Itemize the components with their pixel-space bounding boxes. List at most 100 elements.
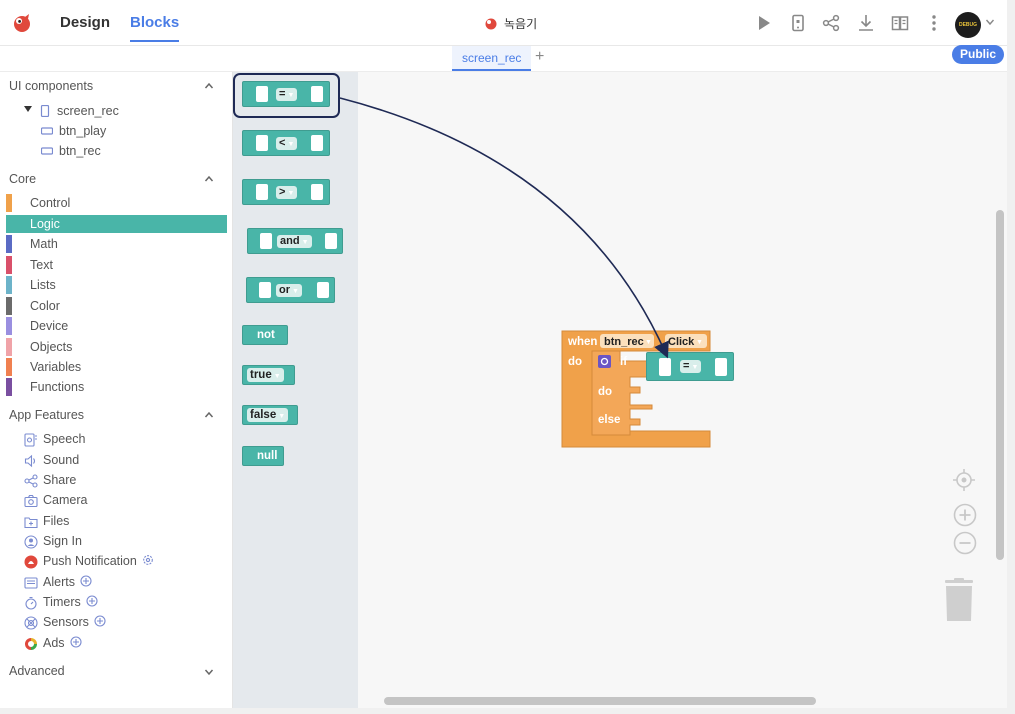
category-color-bar — [6, 276, 12, 294]
phone-icon — [40, 105, 50, 117]
logic-operator-dropdown[interactable]: or▼ — [276, 284, 302, 297]
attached-compare-block[interactable]: =▼ — [646, 352, 734, 381]
core-item-color[interactable]: Color — [6, 297, 227, 315]
section-advanced[interactable]: Advanced — [9, 664, 65, 678]
public-button[interactable]: Public — [952, 45, 1005, 64]
add-circle-icon[interactable] — [94, 615, 106, 627]
input-slot — [256, 184, 268, 200]
block-false[interactable]: false▼ — [242, 405, 298, 425]
sidebar: UI components screen_rec btn_play btn_re… — [0, 72, 233, 714]
feature-label-text: Alerts — [43, 575, 75, 589]
input-slot — [659, 358, 671, 376]
gear-icon[interactable] — [142, 554, 154, 566]
compare-operator-dropdown[interactable]: >▼ — [276, 186, 298, 199]
block-compare-equal[interactable]: =▼ — [242, 81, 330, 107]
compare-operator-dropdown[interactable]: =▼ — [276, 88, 298, 101]
tab-blocks[interactable]: Blocks — [130, 14, 180, 42]
feature-label: Speech — [43, 432, 86, 446]
docs-book-icon[interactable] — [891, 14, 909, 32]
app-logo-icon[interactable] — [12, 13, 32, 33]
block-logic-or[interactable]: or▼ — [246, 277, 335, 303]
category-color-bar — [6, 338, 12, 356]
button-icon — [41, 147, 53, 155]
section-ui-components[interactable]: UI components — [9, 79, 94, 93]
logic-operator-dropdown[interactable]: and▼ — [277, 235, 312, 248]
chevron-down-icon[interactable] — [985, 17, 995, 27]
core-item-lists[interactable]: Lists — [6, 276, 227, 294]
if-label: if — [620, 356, 627, 368]
zoom-out-icon[interactable] — [953, 531, 977, 555]
zoom-in-icon[interactable] — [953, 503, 977, 527]
core-item-device[interactable]: Device — [6, 317, 227, 335]
tab-design[interactable]: Design — [60, 14, 111, 31]
alert-icon — [24, 577, 38, 589]
project-name: 녹음기 — [504, 17, 538, 31]
vertical-scrollbar[interactable] — [996, 210, 1004, 560]
event-dropdown[interactable] — [665, 334, 707, 348]
core-item-label: Variables — [30, 360, 82, 374]
category-color-bar — [6, 235, 12, 253]
compare-operator-dropdown[interactable]: <▼ — [276, 137, 298, 150]
feature-label-text: Sensors — [43, 615, 89, 629]
add-circle-icon[interactable] — [86, 595, 98, 607]
block-label: true — [250, 369, 272, 381]
trash-icon[interactable] — [943, 578, 975, 622]
if-else-label: else — [598, 414, 620, 426]
device-preview-icon[interactable] — [789, 14, 807, 32]
core-item-functions[interactable]: Functions — [6, 378, 227, 396]
category-color-bar — [6, 194, 12, 212]
recenter-icon[interactable] — [952, 468, 976, 492]
share-icon[interactable] — [822, 14, 840, 32]
block-null[interactable]: null — [242, 446, 284, 466]
add-screen-button[interactable]: + — [535, 48, 545, 65]
input-slot — [259, 282, 271, 298]
if-do-label: do — [598, 386, 612, 398]
dropdown-arrow-icon: ▼ — [287, 190, 295, 197]
button-icon — [41, 127, 53, 135]
tree-item-screen-rec[interactable]: screen_rec — [40, 104, 119, 118]
horizontal-scrollbar[interactable] — [384, 697, 816, 705]
download-icon[interactable] — [857, 14, 875, 32]
add-circle-icon[interactable] — [80, 575, 92, 587]
user-avatar[interactable]: DEBUG — [955, 12, 981, 38]
operator-label: < — [279, 137, 286, 149]
chevron-up-icon[interactable] — [204, 81, 214, 91]
mutator-gear-icon[interactable] — [598, 355, 611, 368]
compare-operator-dropdown[interactable]: =▼ — [680, 360, 702, 373]
boolean-dropdown[interactable]: false▼ — [247, 408, 289, 422]
screen-tab-screen-rec[interactable]: screen_rec — [452, 46, 532, 71]
block-compare-less[interactable]: <▼ — [242, 130, 330, 156]
event-block-when-click[interactable]: when btn_rec ▼ Click ▼ do if do else — [560, 330, 740, 451]
tree-item-btn-play[interactable]: btn_play — [41, 124, 106, 138]
input-slot — [311, 184, 323, 200]
core-item-logic[interactable]: Logic — [6, 215, 227, 233]
core-item-variables[interactable]: Variables — [6, 358, 227, 376]
tree-item-btn-rec[interactable]: btn_rec — [41, 144, 101, 158]
avatar-text: DEBUG — [958, 22, 978, 28]
input-slot — [256, 86, 268, 102]
core-item-label: Logic — [30, 217, 60, 231]
chevron-up-icon[interactable] — [204, 174, 214, 184]
chevron-down-icon[interactable] — [204, 667, 214, 677]
core-item-math[interactable]: Math — [6, 235, 227, 253]
caret-down-icon[interactable] — [24, 105, 32, 113]
core-item-text[interactable]: Text — [6, 256, 227, 274]
block-flyout: =▼ <▼ >▼ and▼ or▼ not true▼ false▼ null — [233, 72, 358, 708]
core-item-objects[interactable]: Objects — [6, 338, 227, 356]
feature-label: Timers — [43, 595, 98, 609]
add-circle-icon[interactable] — [69, 636, 82, 648]
block-logic-and[interactable]: and▼ — [247, 228, 343, 254]
block-compare-greater[interactable]: >▼ — [242, 179, 330, 205]
block-not[interactable]: not — [242, 325, 288, 345]
dropdown-arrow-icon: ▼ — [287, 141, 295, 148]
core-item-control[interactable]: Control — [6, 194, 227, 212]
play-icon[interactable] — [755, 14, 773, 32]
timer-icon — [25, 596, 37, 610]
section-app-features[interactable]: App Features — [9, 408, 85, 422]
section-core[interactable]: Core — [9, 172, 37, 186]
boolean-dropdown[interactable]: true▼ — [247, 368, 284, 382]
feature-label: Ads — [43, 636, 82, 650]
block-true[interactable]: true▼ — [242, 365, 295, 385]
more-menu-icon[interactable] — [925, 14, 943, 32]
chevron-up-icon[interactable] — [204, 410, 214, 420]
